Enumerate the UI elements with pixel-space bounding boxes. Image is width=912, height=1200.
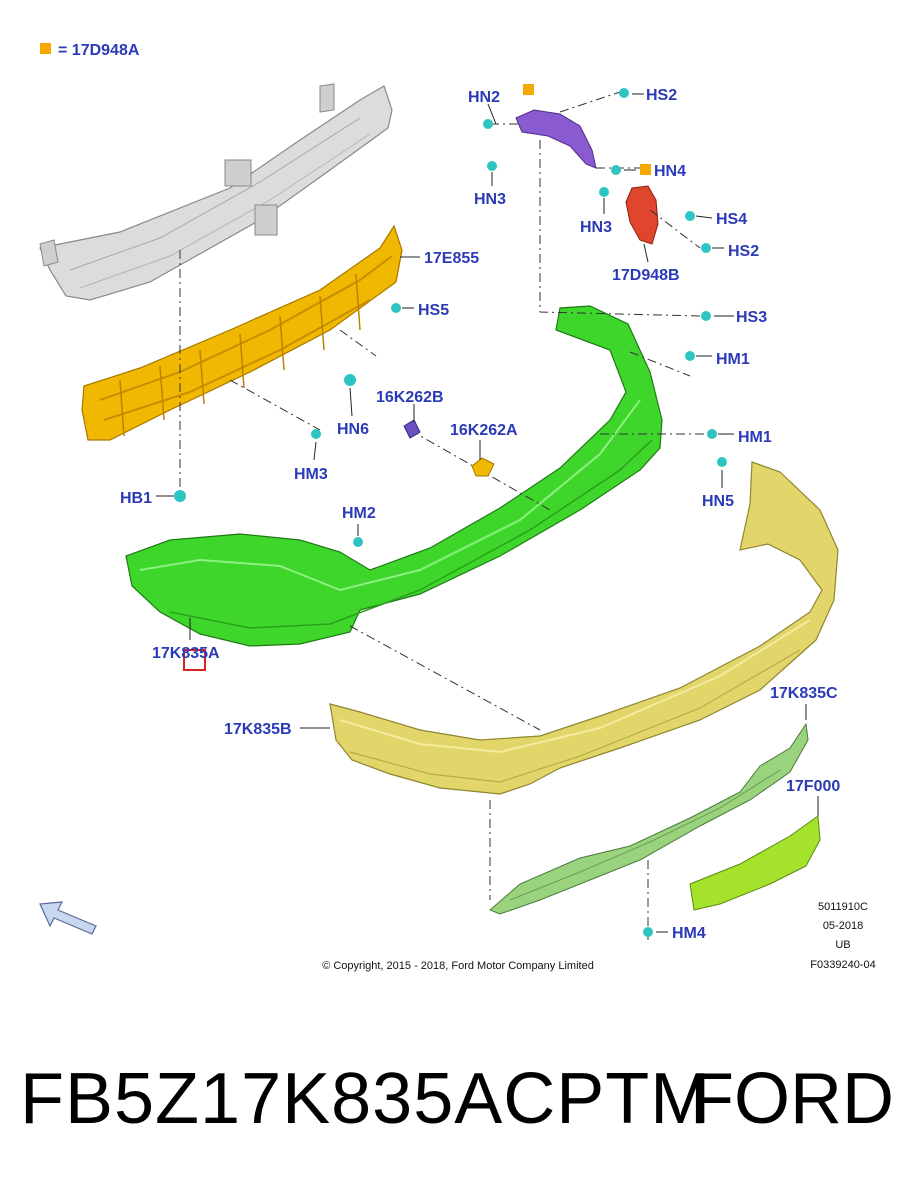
label-17f000: 17F000 (786, 778, 840, 795)
view-direction-arrow-icon (39, 901, 97, 935)
bracket-17d948a (515, 109, 597, 169)
label-hm3: HM3 (294, 466, 328, 483)
parts-diagram: = 17D948A (39, 42, 876, 972)
info-line-1: 5011910C (818, 901, 868, 913)
fastener-hm1b (707, 429, 717, 439)
highlight-box (183, 649, 206, 671)
fastener-hs4 (685, 211, 695, 221)
label-hs3: HS3 (736, 309, 767, 326)
legend-marker-hn2 (523, 84, 534, 95)
label-hs2-bottom: HS2 (728, 243, 759, 260)
fastener-hs5 (391, 303, 401, 313)
fastener-hn5 (717, 457, 727, 467)
info-line-2: 05-2018 (823, 920, 863, 932)
info-block: 5011910C 05-2018 UB F0339240-04 (810, 901, 875, 971)
fastener-hm1a (685, 351, 695, 361)
moulding (689, 815, 821, 911)
label-hn3-right: HN3 (580, 219, 612, 236)
legend-text: = 17D948A (58, 42, 140, 59)
fastener-hm2 (353, 537, 363, 547)
part-number-caption: FB5Z17K835ACPTM (20, 1059, 712, 1139)
label-17k835c: 17K835C (770, 685, 838, 702)
fastener-hm4 (643, 927, 653, 937)
label-hn4: HN4 (654, 163, 686, 180)
energy-absorber (81, 224, 403, 441)
label-hb1: HB1 (120, 490, 152, 507)
info-line-3: UB (835, 939, 850, 951)
fastener-hn3b (599, 187, 609, 197)
legend-swatch (40, 43, 51, 54)
info-line-4: F0339240-04 (810, 959, 875, 971)
label-17d948b: 17D948B (612, 267, 680, 284)
legend-marker-hn4 (640, 164, 651, 175)
clip-16k262a (471, 457, 495, 477)
label-17e855: 17E855 (424, 250, 479, 267)
fastener-hs2a (619, 88, 629, 98)
label-hm1-bottom: HM1 (738, 429, 772, 446)
label-hs5: HS5 (418, 302, 449, 319)
copyright: © Copyright, 2015 - 2018, Ford Motor Com… (322, 960, 594, 972)
label-hn2: HN2 (468, 89, 500, 106)
leader-lines (156, 93, 819, 933)
callout-labels: 17E855 HN2 HS2 HN4 HN3 HN3 HS4 HS2 17D94… (120, 87, 840, 942)
fastener-hb1 (174, 490, 186, 502)
label-hn6: HN6 (337, 421, 369, 438)
label-hm1-top: HM1 (716, 351, 750, 368)
fastener-hn4 (611, 165, 621, 175)
fastener-hn6 (344, 374, 356, 386)
label-16k262a: 16K262A (450, 422, 518, 439)
label-16k262b: 16K262B (376, 389, 444, 406)
fastener-hs2b (701, 243, 711, 253)
clip-16k262b (403, 419, 421, 439)
fastener-hn3a (487, 161, 497, 171)
label-hs2-top: HS2 (646, 87, 677, 104)
legend: = 17D948A (40, 42, 140, 59)
bumper-cover-upper (125, 305, 663, 647)
bumper-cover-lower (329, 461, 839, 795)
label-hn3-left: HN3 (474, 191, 506, 208)
bracket-17d948b (625, 185, 659, 245)
lower-valance (489, 722, 809, 915)
bumper-reinforcement (39, 83, 393, 301)
fastener-hn2 (483, 119, 493, 129)
brand-caption: FORD (690, 1059, 894, 1139)
label-17k835a: 17K835A (152, 645, 220, 662)
fastener-hm3 (311, 429, 321, 439)
label-hs4: HS4 (716, 211, 747, 228)
label-17k835b: 17K835B (224, 721, 292, 738)
label-hn5: HN5 (702, 493, 734, 510)
fastener-hs3 (701, 311, 711, 321)
fasteners (174, 88, 727, 937)
label-hm2: HM2 (342, 505, 376, 522)
label-hm4: HM4 (672, 925, 706, 942)
